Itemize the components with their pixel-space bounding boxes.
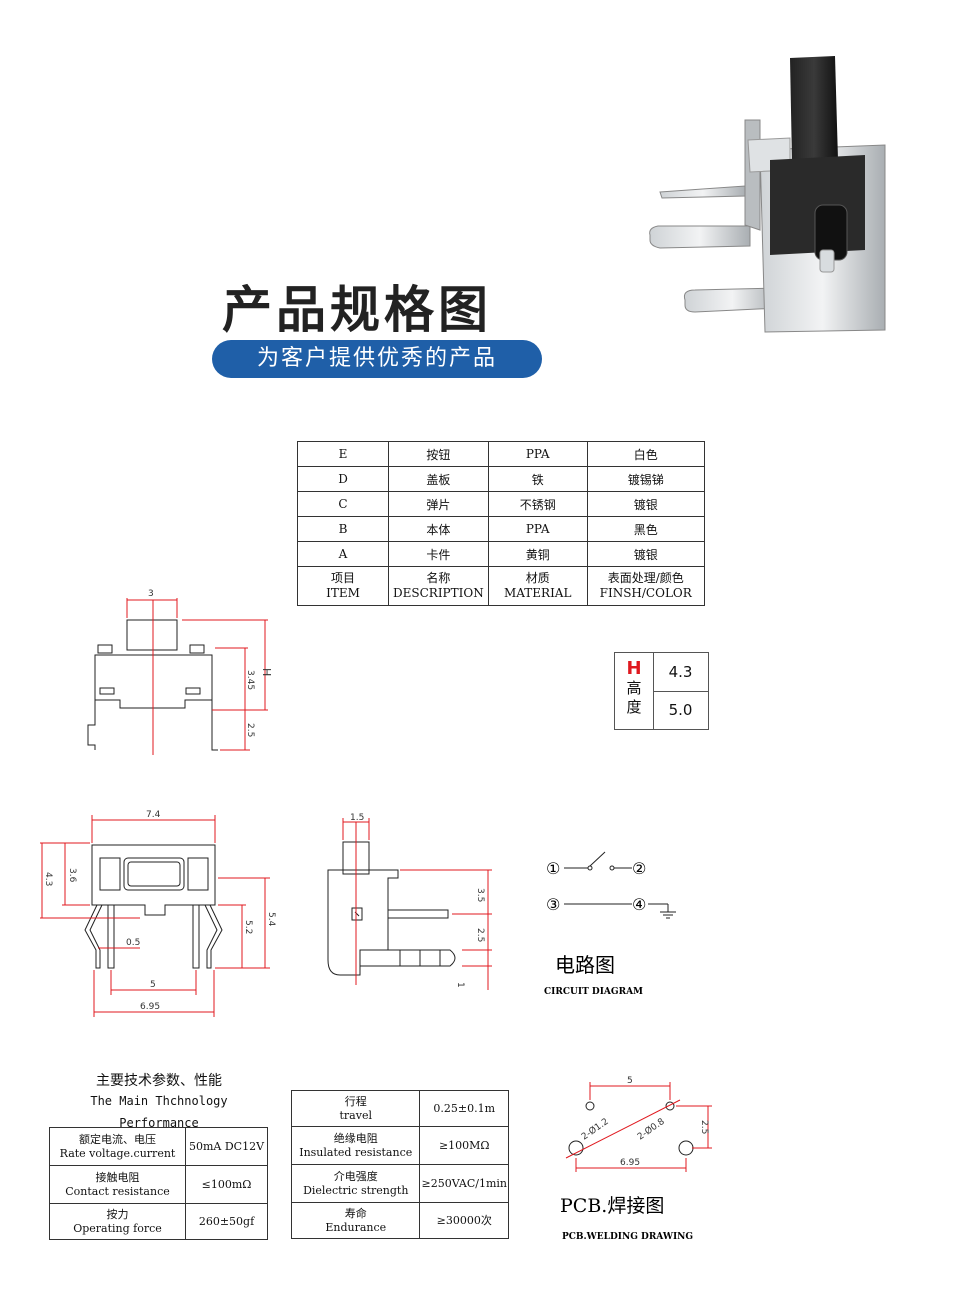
table-cell: 卡件 <box>388 541 489 567</box>
main-view-drawing <box>40 815 270 1017</box>
table-cell: 弹片 <box>388 491 489 517</box>
circuit-node-4: ④ <box>632 895 646 914</box>
dim-3-5: 3.5 <box>475 888 485 902</box>
circuit-title: 电路图 <box>555 953 615 977</box>
circuit-diagram <box>564 851 676 919</box>
dim-5-4: 5.4 <box>266 912 276 927</box>
dim-1: 1 <box>455 982 465 988</box>
circuit-subtitle: CIRCUIT DIAGRAM <box>544 987 643 997</box>
height-label: 高度 <box>626 679 642 716</box>
dim-3-45: 3.45 <box>245 670 255 690</box>
table-row: C 弹片 不锈钢 镀银 <box>297 491 705 517</box>
circuit-node-3: ③ <box>546 895 560 914</box>
spec-value: ≥250VAC/1min <box>419 1164 509 1203</box>
table-row: D 盖板 铁 镀锡锑 <box>297 466 705 492</box>
table-cell: 不锈钢 <box>487 491 588 517</box>
table-cell: 黄铜 <box>487 541 588 567</box>
height-value-2: 5.0 <box>668 701 693 719</box>
pcb-subtitle: PCB.WELDING DRAWING <box>562 1232 693 1242</box>
bom-table: E 按钮 PPA 白色 D 盖板 铁 镀锡锑 C 弹片 不锈钢 镀银 B 本体 … <box>297 441 705 606</box>
dim-h: H <box>260 668 273 676</box>
table-cell: A <box>297 541 389 567</box>
spec-value: ≥100MΩ <box>419 1126 509 1165</box>
dim-5-2: 5.2 <box>243 920 253 934</box>
table-cell: PPA <box>487 441 588 467</box>
table-row: E 按钮 PPA 白色 <box>297 441 705 467</box>
dim-7-4: 7.4 <box>146 810 161 820</box>
specs-title: 主要技术参数、性能 <box>96 1073 222 1089</box>
height-value-1: 4.3 <box>653 653 708 692</box>
table-cell: C <box>297 491 389 517</box>
table-cell: 本体 <box>388 516 489 542</box>
pcb-drawing <box>565 1082 712 1172</box>
dim-3-6: 3.6 <box>67 868 77 883</box>
table-cell: 镀银 <box>586 491 705 517</box>
dim-2-5: 2.5 <box>245 723 255 737</box>
page-title: 产品规格图 <box>222 281 492 339</box>
front-view-drawing <box>87 598 268 755</box>
spec-value: 0.25±0.1m <box>419 1090 509 1127</box>
pcb-title: PCB.焊接图 <box>560 1195 664 1217</box>
pcb-dim-5: 5 <box>627 1076 633 1086</box>
product-photo <box>649 56 886 333</box>
subtitle-banner: 为客户提供优秀的产品 <box>212 340 542 378</box>
height-letter: H <box>626 658 642 679</box>
circuit-node-2: ② <box>632 859 646 878</box>
pcb-dim-2-5: 2.5 <box>699 1120 709 1134</box>
circuit-node-1: ① <box>546 859 560 878</box>
dim-0-5: 0.5 <box>126 938 140 948</box>
dim-5: 5 <box>150 980 156 990</box>
pcb-dim-hole-large: 2-Ø1.2 <box>579 1116 610 1142</box>
dim-6-95: 6.95 <box>140 1002 160 1012</box>
specs-subtitle: The Main Thchnology Performance <box>90 1094 228 1130</box>
pcb-dim-6-95: 6.95 <box>620 1158 640 1168</box>
spec-value: 50mA DC12V <box>185 1127 268 1166</box>
spec-value: ≥30000次 <box>419 1202 509 1239</box>
height-table: H 高度 4.3 5.0 <box>614 652 709 730</box>
side-view-drawing <box>327 818 492 990</box>
table-cell: 盖板 <box>388 466 489 492</box>
dim-4-3: 4.3 <box>43 872 53 886</box>
table-cell: 白色 <box>586 441 705 467</box>
dim-2-5-side: 2.5 <box>475 928 485 942</box>
spec-value: 260±50gf <box>185 1203 268 1240</box>
spec-value: ≤100mΩ <box>185 1165 268 1204</box>
dim-3: 3 <box>148 589 154 599</box>
dim-1-5: 1.5 <box>350 813 364 823</box>
table-cell: 镀锡锑 <box>586 466 705 492</box>
